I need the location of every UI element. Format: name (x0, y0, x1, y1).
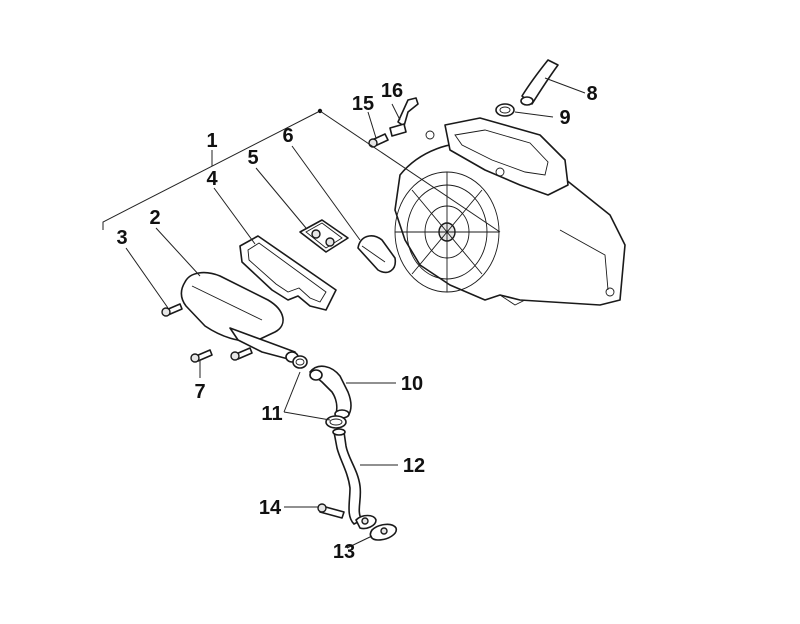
callout-2: 2 (149, 207, 160, 229)
bolt-part-15 (368, 133, 389, 148)
bracket-part-16 (389, 97, 419, 137)
callout-1: 1 (206, 130, 217, 152)
callout-14: 14 (259, 497, 282, 519)
gasket-part-4 (239, 235, 337, 311)
fan-housing-cover (394, 117, 626, 306)
callout-3: 3 (116, 227, 127, 249)
callout-labels: 1 2 3 4 5 6 7 8 9 10 11 12 13 14 15 16 (116, 80, 597, 563)
callout-16: 16 (381, 80, 403, 102)
leader-lines (125, 77, 586, 549)
filter-element-part-5 (299, 219, 349, 253)
callout-11: 11 (261, 403, 282, 425)
callout-4: 4 (206, 168, 218, 190)
callout-6: 6 (282, 125, 293, 147)
clamps-part-11 (292, 355, 347, 429)
flange-part-13 (355, 514, 398, 541)
elbow-pipe-part-10 (309, 365, 352, 419)
filter-cap-part-6 (357, 235, 397, 274)
clamp-part-9 (495, 103, 515, 117)
hose-part-8 (520, 59, 559, 106)
callout-15: 15 (352, 93, 374, 115)
screws-part-7 (190, 347, 253, 363)
cover-plate-part-2 (180, 271, 299, 363)
callout-10: 10 (401, 373, 423, 395)
callout-9: 9 (559, 107, 570, 129)
callout-7: 7 (194, 381, 205, 403)
callout-5: 5 (247, 147, 258, 169)
bolt-part-14 (317, 503, 345, 519)
callout-8: 8 (586, 83, 597, 105)
callout-12: 12 (403, 455, 425, 477)
screw-part-3 (161, 303, 183, 317)
callout-13: 13 (333, 541, 355, 563)
